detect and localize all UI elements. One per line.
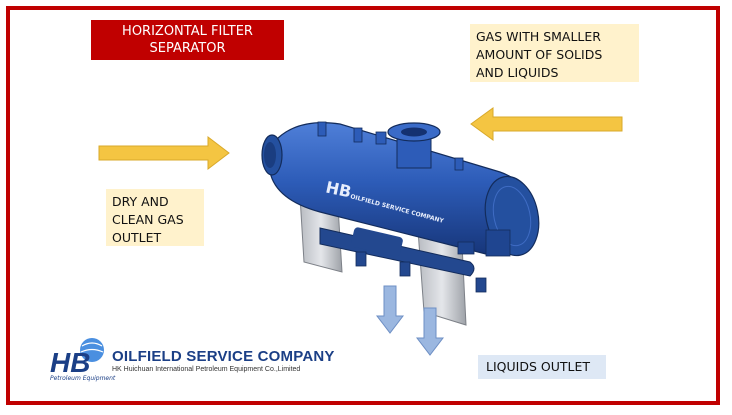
sump-flange bbox=[351, 227, 403, 257]
company-logo: HB bbox=[50, 338, 104, 378]
company-name: OILFIELD SERVICE COMPANY bbox=[112, 348, 335, 365]
logo-letters: HB bbox=[50, 347, 90, 378]
gas-inlet-arrow bbox=[470, 107, 623, 141]
company-legal-name: HK Huichuan International Petroleum Equi… bbox=[112, 366, 301, 373]
liquids-outlet-label: LIQUIDS OUTLET bbox=[478, 355, 606, 379]
page-title: HORIZONTAL FILTER SEPARATOR bbox=[91, 20, 284, 60]
gas-outlet-arrow bbox=[98, 135, 230, 171]
vessel-logo: HB bbox=[324, 178, 353, 202]
company-block: OILFIELD SERVICE COMPANY HK Huichuan Int… bbox=[112, 348, 335, 373]
liquids-outlet-arrow-1 bbox=[375, 285, 405, 334]
slide-frame bbox=[6, 6, 720, 405]
logo-caption: Petroleum Equipment bbox=[50, 375, 116, 382]
liquids-outlet-arrow-2 bbox=[415, 307, 445, 356]
gas-outlet-label: DRY AND CLEAN GAS OUTLET bbox=[106, 189, 204, 246]
gas-inlet-label: GAS WITH SMALLER AMOUNT OF SOLIDS AND LI… bbox=[470, 24, 639, 82]
